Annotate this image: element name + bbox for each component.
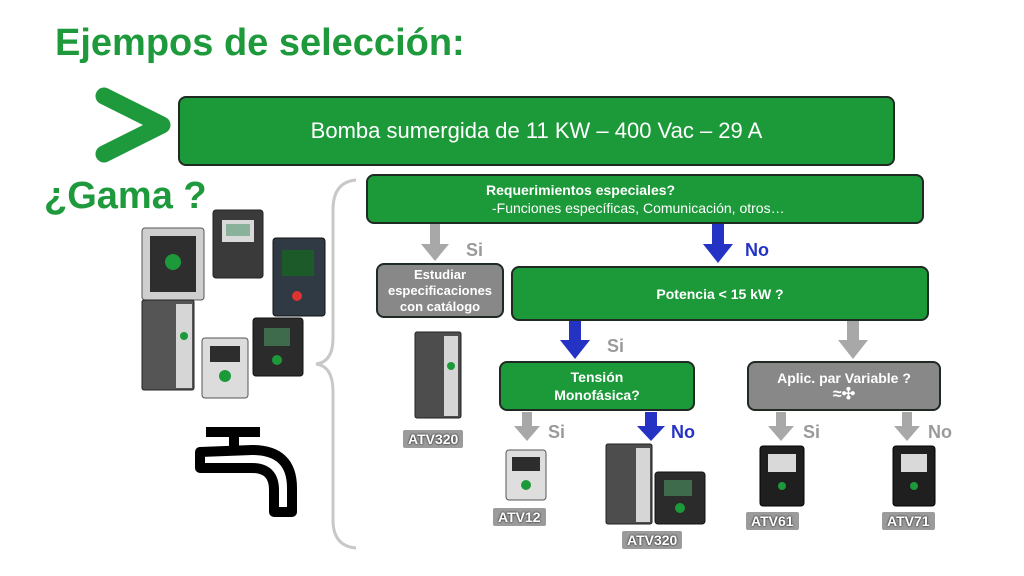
req-sub: -Funciones específicas, Comunicación, ot… [492,200,785,216]
product-tag: ATV320 [622,531,683,549]
product-tag: ATV71 [882,512,935,530]
drive-photo [212,209,264,279]
estudiar-text: Estudiar especificaciones con catálogo [387,266,493,314]
potencia-box: Potencia < 15 kW ? [511,266,929,321]
main-box-text: Bomba sumergida de 11 KW – 400 Vac – 29 … [310,118,763,143]
tension-box: Tensión Monofásica? [499,361,695,411]
drive-photo [272,237,326,317]
drive-photo [201,337,249,399]
fan-icon: ≈✣ [832,386,856,403]
tension-text: Tensión Monofásica? [554,369,640,403]
drive-photo [892,445,936,507]
drive-photo [505,449,547,501]
label-si: Si [466,240,484,260]
aplic-box: Aplic. par Variable ? ≈✣ [747,361,941,411]
arrow-blue [637,412,665,441]
req-box: Requerimientos especiales? -Funciones es… [366,174,924,224]
gama-question: ¿Gama ? [44,175,207,217]
label-si: Si [607,336,625,356]
drive-photo [141,299,195,391]
product-tag: ATV61 [746,512,799,530]
arrow-grey [894,412,920,441]
req-title: Requerimientos especiales? [486,182,676,198]
page-title: Ejempos de selección: [55,22,465,64]
drive-photo [414,331,462,419]
main-box: Bomba sumergida de 11 KW – 400 Vac – 29 … [178,96,895,166]
arrow-blue [703,224,733,263]
label-no: No [671,422,695,442]
label-no: No [745,240,769,260]
label-si: Si [803,422,821,442]
arrow-grey [838,320,868,359]
arrow-grey [514,412,540,441]
drive-photo [605,443,706,525]
estudiar-box: Estudiar especificaciones con catálogo [376,263,504,318]
label-si: Si [548,422,566,442]
product-tag: ATV320 [403,430,464,448]
faucet-icon [195,427,297,517]
arrow-blue [560,320,590,359]
drive-photo [141,227,205,301]
potencia-text: Potencia < 15 kW ? [656,285,784,302]
drive-photo [252,317,304,377]
aplic-text: Aplic. par Variable ? [777,370,911,386]
label-no: No [928,422,952,442]
arrow-grey [768,412,794,441]
arrow-grey [421,224,449,261]
product-tag: ATV12 [493,508,546,526]
drive-photo [759,445,805,507]
brace-shape [315,178,357,550]
